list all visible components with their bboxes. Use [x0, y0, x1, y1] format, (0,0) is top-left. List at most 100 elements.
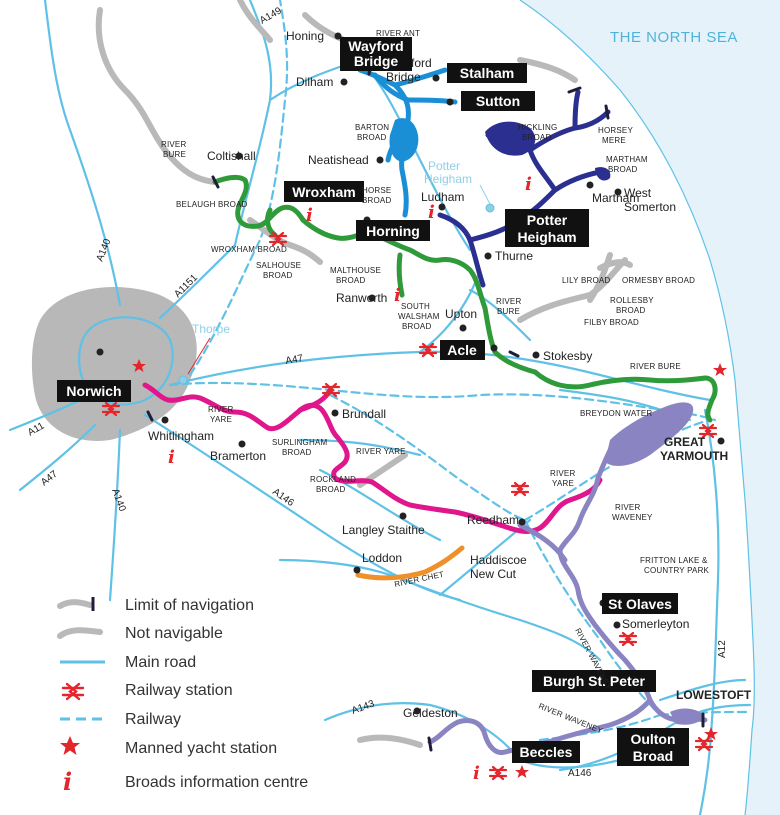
town-coltishall: Coltishall	[207, 149, 256, 163]
legend-rail-station: Railway station	[125, 682, 233, 699]
svg-text:BROAD: BROAD	[616, 306, 645, 315]
barton-broad	[389, 118, 419, 162]
town-haddiscoe-l2: New Cut	[470, 567, 517, 581]
svg-text:i: i	[473, 763, 480, 784]
legend-info-icon: i	[63, 767, 72, 796]
oulton-broad-water	[670, 708, 704, 725]
svg-text:WAVENEY: WAVENEY	[612, 513, 653, 522]
town-martham: Martham	[592, 191, 639, 205]
svg-text:MERE: MERE	[602, 136, 626, 145]
legend: Limit of navigation Not navigable Main r…	[57, 597, 308, 796]
svg-text:ROLLESBY: ROLLESBY	[610, 296, 654, 305]
label-wroxham: Wroxham	[292, 184, 356, 200]
svg-text:YARE: YARE	[210, 415, 232, 424]
info-centre-icons: i i i i i i	[168, 174, 532, 784]
town-brundall: Brundall	[342, 407, 386, 421]
label-potter-heigham-l1: Potter	[527, 212, 568, 228]
svg-text:BROAD: BROAD	[362, 196, 391, 205]
town-great-yarmouth-l2: YARMOUTH	[660, 449, 728, 463]
svg-text:WALSHAM: WALSHAM	[398, 312, 440, 321]
svg-text:BREYDON WATER: BREYDON WATER	[580, 409, 652, 418]
town-ludham: Ludham	[421, 190, 464, 204]
town-loddon: Loddon	[362, 551, 402, 565]
svg-text:FILBY BROAD: FILBY BROAD	[584, 318, 639, 327]
town-geldeston: Geldeston	[403, 706, 458, 720]
legend-yacht: Manned yacht station	[125, 740, 277, 757]
yacht-station-stars	[132, 359, 727, 778]
svg-text:MARTHAM: MARTHAM	[606, 155, 648, 164]
svg-text:BELAUGH BROAD: BELAUGH BROAD	[176, 200, 248, 209]
town-langley-staithe: Langley Staithe	[342, 523, 425, 537]
legend-not-nav: Not navigable	[125, 625, 223, 642]
thorpe-label: Thorpe	[192, 322, 230, 336]
svg-text:A143: A143	[350, 698, 376, 716]
svg-text:A149: A149	[258, 5, 284, 26]
town-west-somerton-l1: West	[624, 186, 652, 200]
town-lowestoft: LOWESTOFT	[676, 688, 752, 702]
svg-text:BROAD: BROAD	[316, 485, 345, 494]
svg-text:BROAD: BROAD	[263, 271, 292, 280]
town-bridge: Bridge	[386, 70, 421, 84]
svg-text:i: i	[306, 205, 313, 226]
svg-text:i: i	[525, 174, 532, 195]
hickling-broad	[485, 121, 536, 156]
svg-text:i: i	[428, 202, 435, 223]
svg-text:BROAD: BROAD	[402, 322, 431, 331]
potter-heigham-light-l1: Potter	[428, 159, 460, 173]
town-stokesby: Stokesby	[543, 349, 592, 363]
svg-text:HICKLING: HICKLING	[518, 123, 557, 132]
svg-text:BROAD: BROAD	[282, 448, 311, 457]
label-horning: Horning	[366, 223, 420, 239]
label-beccles: Beccles	[520, 744, 573, 760]
light-dots	[178, 203, 495, 385]
svg-text:MALTHOUSE: MALTHOUSE	[330, 266, 381, 275]
label-wayford-bridge-l1: Wayford	[348, 38, 403, 54]
svg-text:RIVER YARE: RIVER YARE	[356, 447, 406, 456]
potter-pointer	[479, 184, 491, 205]
label-sutton: Sutton	[476, 93, 520, 109]
label-wayford-bridge-l2: Bridge	[354, 53, 399, 69]
town-bramerton: Bramerton	[210, 449, 266, 463]
north-sea-area	[520, 0, 780, 815]
town-neatishead: Neatishead	[308, 153, 369, 167]
town-haddiscoe-l1: Haddiscoe	[470, 553, 527, 567]
town-somerleyton: Somerleyton	[622, 617, 689, 631]
svg-text:ROCKLAND: ROCKLAND	[310, 475, 356, 484]
town-thurne: Thurne	[495, 249, 533, 263]
potter-heigham-light-l2: Heigham	[424, 172, 472, 186]
svg-text:ORMESBY BROAD: ORMESBY BROAD	[622, 276, 695, 285]
svg-text:RIVER: RIVER	[208, 405, 233, 414]
limit-markers	[146, 60, 705, 752]
svg-text:BARTON: BARTON	[355, 123, 389, 132]
svg-text:i: i	[394, 285, 401, 306]
coastline	[519, 0, 755, 815]
not-navigable-waters	[95, 0, 633, 748]
svg-text:RIVER: RIVER	[496, 297, 521, 306]
svg-text:WROXHAM BROAD: WROXHAM BROAD	[211, 245, 287, 254]
town-upton: Upton	[445, 307, 477, 321]
svg-text:YARE: YARE	[552, 479, 574, 488]
legend-info: Broads information centre	[125, 774, 308, 791]
label-potter-heigham-l2: Heigham	[517, 229, 576, 245]
town-dots	[96, 32, 725, 715]
svg-text:RIVER: RIVER	[615, 503, 640, 512]
river-bure	[212, 174, 718, 423]
town-great-yarmouth-l1: GREAT	[664, 435, 706, 449]
town-dilham: Dilham	[296, 75, 333, 89]
legend-main-road: Main road	[125, 654, 196, 671]
svg-text:BURE: BURE	[497, 307, 520, 316]
thorpe-pointer	[187, 337, 211, 375]
svg-text:RIVER WAVENEY: RIVER WAVENEY	[537, 702, 604, 736]
svg-text:BURE: BURE	[163, 150, 186, 159]
svg-text:HORSE: HORSE	[362, 186, 391, 195]
town-ranworth: Ranworth	[336, 291, 387, 305]
svg-text:LILY BROAD: LILY BROAD	[562, 276, 610, 285]
svg-text:SALHOUSE: SALHOUSE	[256, 261, 301, 270]
svg-text:FRITTON LAKE &: FRITTON LAKE &	[640, 556, 708, 565]
boxed-labels: Wayford Bridge Stalham Sutton Wroxham Ho…	[57, 37, 689, 766]
river-chet	[355, 545, 465, 581]
svg-text:BROAD: BROAD	[357, 133, 386, 142]
label-burgh-st-peter: Burgh St. Peter	[543, 673, 645, 689]
label-acle: Acle	[447, 342, 477, 358]
